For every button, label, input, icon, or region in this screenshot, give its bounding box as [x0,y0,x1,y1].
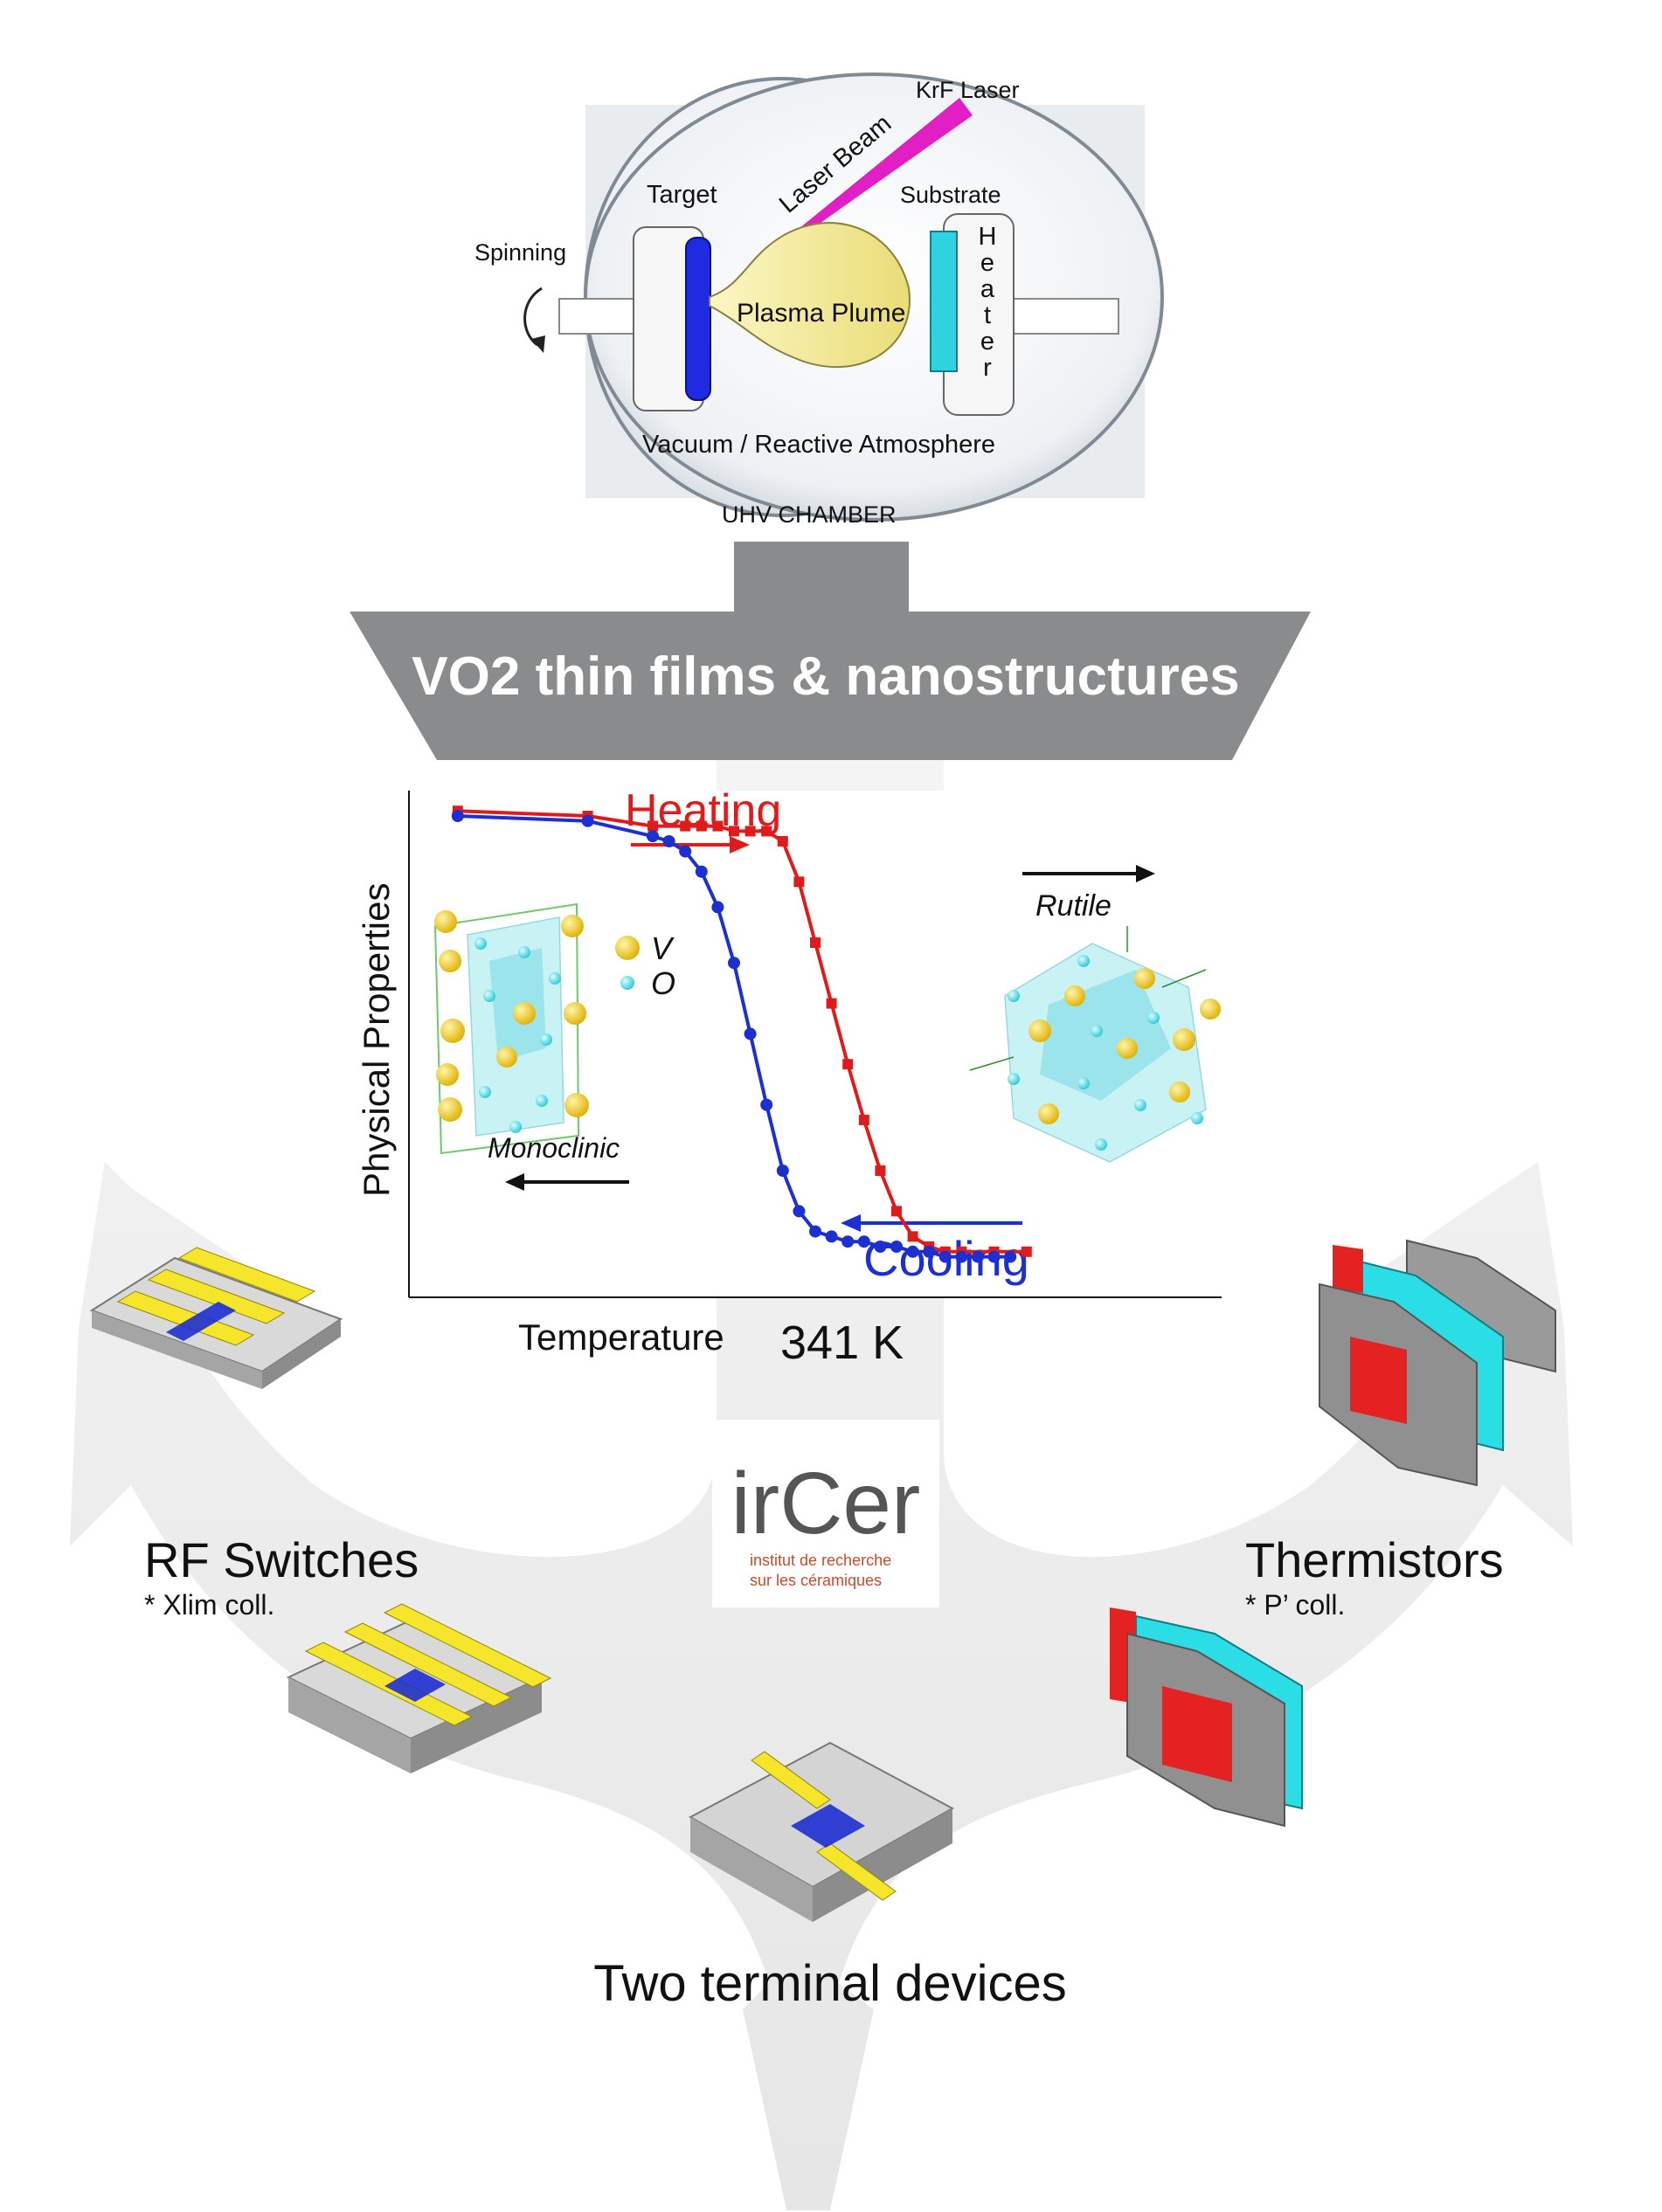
data-point [711,901,724,914]
heater-char: r [983,354,992,382]
monoclinic-label: Monoclinic [488,1132,620,1164]
data-point [987,1250,1001,1263]
heating-arrow-icon [631,836,750,854]
data-point [923,1245,936,1258]
data-point [760,1098,773,1111]
pld-chamber: KrF Laser Laser Beam Target Substrate Sp… [474,73,1164,528]
data-point [679,845,692,858]
data-point [874,1241,887,1253]
plasma-plume [709,222,911,368]
data-point [906,1245,919,1258]
data-point [842,1059,854,1070]
data-point [907,1231,918,1242]
rutile-arrow-icon [1022,865,1155,882]
data-point [581,814,594,827]
logo-line-1: institut de recherche [750,1552,891,1569]
data-point [728,957,740,970]
rf-switches-note: * Xlim coll. [144,1589,274,1621]
data-point [451,810,464,822]
krf-laser-label: KrF Laser [916,77,1020,103]
thermistor-device-2 [1110,1607,1303,1828]
data-point [793,1205,806,1218]
banner-title: VO2 thin films & nanostructures [412,646,1239,707]
y-axis-label: Physical Properties [356,883,397,1197]
plasma-plume-label: Plasma Plume [737,299,905,328]
data-point [761,826,772,837]
data-point [955,1250,968,1263]
data-point [972,1250,984,1263]
thermistor-device-1 [1319,1239,1556,1487]
two-terminal-title: Two terminal devices [593,1955,1067,2012]
target-label: Target [647,181,717,209]
legend-v-marker [615,936,640,960]
data-point [891,1206,902,1217]
data-point [696,820,707,832]
substrate-label: Substrate [900,182,1001,208]
heater-char: a [980,275,995,303]
rf-switch-device-1 [89,1247,343,1389]
data-point [825,1230,838,1243]
ircer-logo: irCer institut de recherche sur les céra… [712,1420,939,1607]
logo-line-2: sur les céramiques [750,1572,882,1589]
spinning-label: Spinning [474,239,566,266]
data-point [744,826,756,837]
two-terminal-device [688,1741,955,1922]
data-point [826,998,837,1009]
transition-tick-label: 341 K [780,1317,904,1369]
data-point [858,1115,869,1125]
monoclinic-structure [433,902,589,1155]
data-point [712,820,724,832]
heater-char: e [980,328,994,356]
target-disk [685,237,711,401]
x-axis-label: Temperature [518,1317,724,1358]
rf-switch-device-2 [286,1603,552,1773]
data-point [695,865,708,878]
data-point [776,1165,789,1177]
data-point [938,1250,952,1263]
target-shaft [558,298,643,335]
thermistors-title: Thermistors [1245,1532,1504,1587]
monoclinic-arrow-icon [505,1173,629,1191]
legend: V O [615,930,675,1001]
rutile-label: Rutile [1035,889,1111,923]
chart-series [451,805,1032,1263]
data-point [647,830,659,843]
data-point [841,1235,855,1248]
data-point [809,1225,821,1238]
data-point [680,820,691,832]
heater-char: e [980,249,994,277]
logo-wordmark: irCer [731,1455,921,1552]
data-point [662,835,675,847]
data-point [729,826,739,837]
heater-char: t [984,301,991,329]
legend-o-label: O [651,965,675,1001]
title-banner: VO2 thin films & nanostructures [350,542,1311,760]
substrate [930,231,958,372]
chamber-label: UHV CHAMBER [722,501,897,528]
data-point [1021,1246,1032,1257]
series-cooling [451,810,1017,1263]
data-point [777,836,788,847]
cooling-arrow-icon [841,1214,1022,1232]
data-point [890,1241,903,1253]
spinning-arrow-icon [523,287,543,347]
data-point [875,1165,886,1176]
data-point [857,1235,870,1248]
data-point [793,876,805,888]
heater-char: H [979,223,997,251]
legend-v-label: V [651,930,675,966]
thermistors-note: * P’ coll. [1245,1589,1345,1621]
data-point [744,1027,757,1040]
data-point [1004,1250,1017,1263]
legend-o-marker [620,976,634,990]
hysteresis-chart: Physical Properties Temperature 341 K He… [356,785,1222,1369]
rf-switches-title: RF Switches [144,1532,419,1587]
data-point [647,820,658,832]
data-point [810,937,821,948]
atmosphere-label: Vacuum / Reactive Atmosphere [642,431,995,459]
rutile-structure [969,926,1221,1163]
